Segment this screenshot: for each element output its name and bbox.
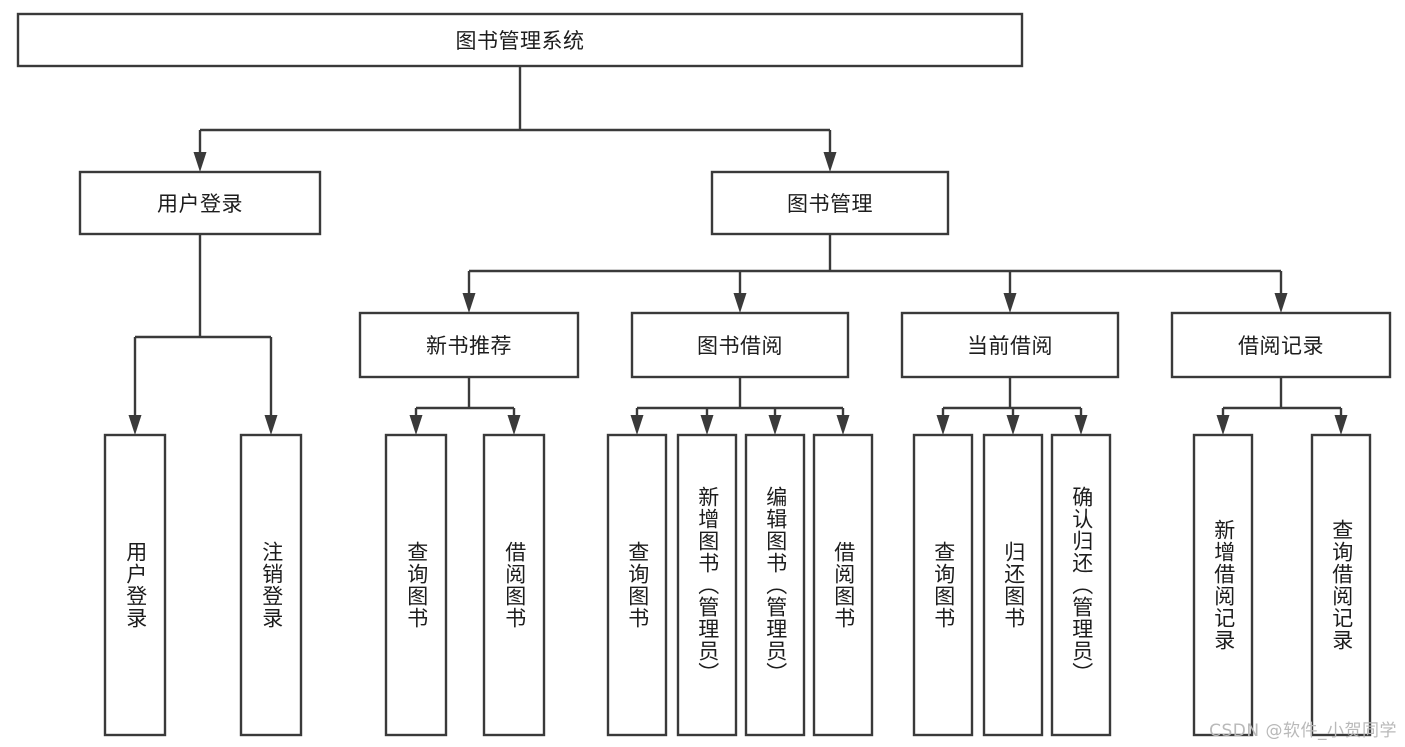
leaf-node-10-box[interactable] [1050,433,1112,737]
leaf-node-5-box[interactable] [676,433,738,737]
leaf-node-3-box[interactable] [482,433,546,737]
leaf-node-7-box[interactable] [812,433,874,737]
leaf-node-11-box[interactable] [1192,433,1254,737]
watermark-text: CSDN @软件_小贺同学 [1209,721,1397,741]
leaf-node-9-box[interactable] [982,433,1044,737]
arrow-head-icon [700,415,714,435]
level3-node-1-box[interactable] [630,311,850,379]
leaf-node-0-box[interactable] [103,433,167,737]
arrow-head-icon [1006,415,1020,435]
leaf-node-6-box[interactable] [744,433,806,737]
arrow-head-icon [936,415,950,435]
arrow-head-icon [1274,293,1288,313]
arrow-head-icon [823,152,837,172]
arrow-head-icon [1003,293,1017,313]
leaf-node-12-box[interactable] [1310,433,1372,737]
arrow-head-icon [462,293,476,313]
arrow-head-icon [193,152,207,172]
arrow-head-icon [733,293,747,313]
level3-node-2-box[interactable] [900,311,1120,379]
arrow-head-icon [264,415,278,435]
arrow-head-icon [1334,415,1348,435]
level3-node-3-box[interactable] [1170,311,1392,379]
arrow-head-icon [128,415,142,435]
arrow-head-icon [507,415,521,435]
level2-node-1-box[interactable] [710,170,950,236]
arrow-head-icon [1216,415,1230,435]
level3-node-0-box[interactable] [358,311,580,379]
root-node-box[interactable] [16,12,1024,68]
arrow-head-icon [768,415,782,435]
leaf-node-2-box[interactable] [384,433,448,737]
node-boxes-layer [16,12,1392,737]
arrow-head-icon [1074,415,1088,435]
arrow-head-icon [630,415,644,435]
level2-node-0-box[interactable] [78,170,322,236]
leaf-node-4-box[interactable] [606,433,668,737]
leaf-node-1-box[interactable] [239,433,303,737]
arrow-head-icon [836,415,850,435]
leaf-node-8-box[interactable] [912,433,974,737]
connectors-layer [128,66,1348,435]
arrow-head-icon [409,415,423,435]
